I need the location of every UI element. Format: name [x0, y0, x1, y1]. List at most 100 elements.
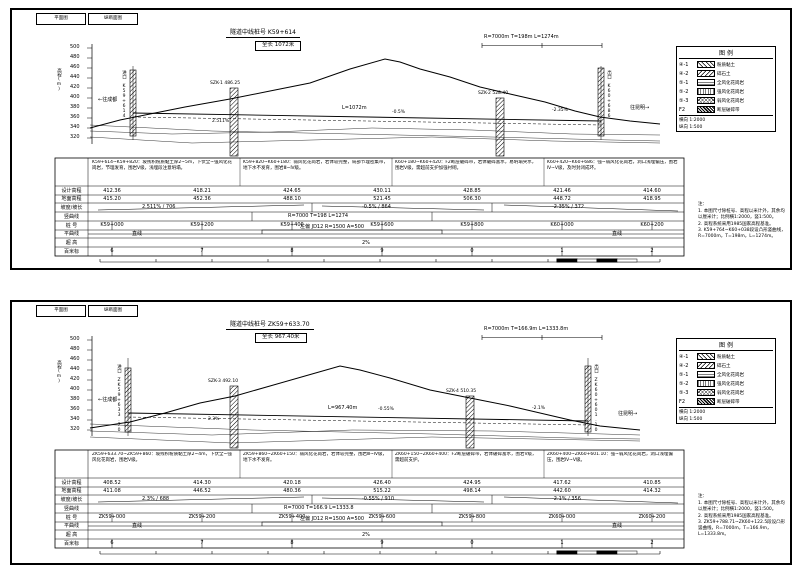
hatch-swatch	[697, 353, 715, 360]
chainage: K59+800	[460, 221, 484, 228]
row-label: 百米标	[63, 540, 79, 547]
vcurve-bracket-top	[481, 335, 603, 340]
row-label: 竖曲线	[63, 505, 79, 512]
note-line: 1. 本图尺寸除桩号、高程以米计外，其余均以厘米计；比例横1:2000，竖1:5…	[698, 500, 785, 512]
axis-value: 440	[70, 74, 80, 80]
legend-label: 弱风化花岗岩	[717, 390, 744, 396]
hatch-swatch	[697, 97, 715, 104]
row-label: 百米标	[63, 248, 79, 255]
legend-symbol: F2	[679, 398, 686, 405]
legend-label: 粉质黏土	[717, 62, 735, 68]
elevation-ticks	[87, 339, 92, 431]
axis-value: 440	[70, 366, 80, 372]
axis-value: 340	[70, 124, 80, 130]
axis-value: 360	[70, 114, 80, 120]
grade-row-diagonals	[97, 203, 679, 212]
chainage: ZK60+200	[638, 513, 666, 520]
legend-symbol: ⑤-2	[679, 88, 689, 95]
tunnel-length-title: 全长 1072米	[255, 41, 302, 51]
geology-block: ZK59+633.70~ZK59+860：坡残积粉质黏土厚2~4m，下伏全~强风…	[92, 452, 232, 463]
axis-value: 420	[70, 376, 80, 382]
legend-item: ⑤-3 弱风化花岗岩	[679, 388, 773, 397]
vcurve-row-ticks	[251, 212, 433, 221]
hm-mark: 6	[110, 247, 114, 254]
axis-value: 320	[70, 426, 80, 432]
design-elev: 412.36	[103, 187, 121, 194]
legend-label: 碎石土	[717, 71, 731, 77]
slope-label: 2.511%	[212, 119, 230, 124]
hm-mark: 7	[200, 539, 204, 546]
hatch-swatch	[697, 88, 715, 95]
ground-elev: 411.08	[103, 488, 121, 494]
alignment-left: 直线	[132, 230, 143, 237]
axis-value: 420	[70, 84, 80, 90]
vcurve-row-ticks	[251, 504, 433, 513]
hatch-swatch	[697, 380, 715, 387]
row-label: 设计高程	[61, 479, 82, 486]
design-elev: 414.30	[193, 479, 211, 486]
row-label: 地面高程	[61, 196, 82, 202]
ground-profile-line	[89, 58, 661, 129]
chainage: ZK59+600	[368, 513, 396, 520]
ground-elev: 488.10	[283, 196, 301, 202]
hatch-swatch	[697, 371, 715, 378]
alignment-right: 直线	[612, 230, 623, 237]
tunnel-length-label: L=1072m	[342, 105, 367, 111]
notes: 注： 1. 本图尺寸除桩号、高程以米计外，其余均以厘米计；比例横1:2000，竖…	[698, 202, 786, 241]
chainage: ZK59+800	[458, 513, 486, 520]
superelevation: 2%	[362, 239, 370, 246]
axis-title: 高程(m)	[56, 360, 62, 384]
chainage: ZK59+200	[188, 513, 216, 520]
alignment-right: 直线	[612, 522, 623, 529]
legend-symbol: ⑤-3	[679, 389, 689, 396]
ground-elev: 415.20	[103, 196, 121, 202]
legend-symbol: ④-1	[679, 353, 689, 360]
row-label: 坡度/坡长	[60, 496, 83, 503]
axis-value: 500	[70, 336, 80, 342]
chainage: K59+000	[100, 221, 124, 228]
legend-scales: 横向 1:2000 纵向 1:500	[679, 115, 773, 130]
profile-drawing	[54, 335, 685, 555]
corner-box-profile: 纵断面图	[88, 13, 138, 25]
ground-elev: 442.60	[553, 488, 571, 494]
row-label: 超 高	[65, 531, 78, 538]
chainage: ZK60+000	[548, 513, 576, 520]
slope-label: -2.1%	[532, 406, 546, 411]
axis-title: 高程(m)	[56, 68, 62, 92]
ground-elev: 498.14	[463, 488, 481, 494]
legend-label: 全风化花岗岩	[717, 80, 744, 86]
vcurve-info: R=7000m T=166.9m L=1333.8m	[484, 326, 569, 332]
legend-symbol: ④-2	[679, 362, 689, 369]
chainage: K60+200	[640, 221, 664, 228]
geology-block: ZK60+400~ZK60+601.10：强~弱风化花岗岩，洞口浅埋偏压，围岩Ⅳ…	[547, 452, 673, 463]
corner-box-profile: 纵断面图	[88, 305, 138, 317]
chainage: ZK59+000	[98, 513, 126, 520]
row-label: 设计高程	[61, 187, 82, 194]
tunnel-grade-line-dashed	[127, 416, 589, 426]
hm-mark: 9	[380, 247, 384, 254]
portal-label-left: 进口 ZK59+633.70	[116, 364, 122, 433]
legend-symbol: F2	[679, 106, 686, 113]
chainage-ticks	[111, 513, 653, 522]
tunnel-length-label: L=967.40m	[328, 405, 358, 411]
grade-row-diagonals	[97, 495, 679, 504]
geology-dividers	[239, 158, 545, 186]
design-elev: 420.18	[283, 479, 301, 486]
legend-label: 碎石土	[717, 363, 731, 369]
direction-right: 往昆明→	[630, 105, 650, 111]
note-line: 3. K59+764~K60+038段设凸形竖曲线，R=7000m，T=198m…	[698, 228, 786, 240]
alignment-mid: 左偏 JD12 R=1500 A=500	[300, 224, 364, 230]
geology-block: K59+614~K59+820：坡残积粉质黏土厚2~5m，下伏全~强风化花岗岩，…	[92, 160, 232, 171]
design-elev: 424.95	[463, 479, 481, 486]
axis-value: 460	[70, 356, 80, 362]
design-elev: 428.85	[463, 187, 481, 194]
tunnel-grade-line	[127, 412, 589, 422]
chainage: ZK59+400	[278, 513, 306, 520]
sheet-title: 隧道中线桩号 K59+614	[226, 30, 300, 38]
